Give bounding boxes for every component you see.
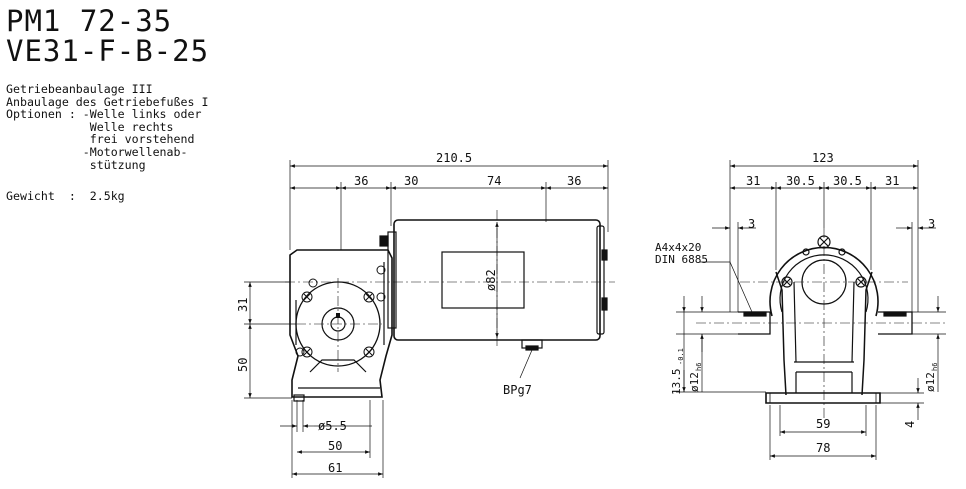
spec-line: stützung bbox=[6, 157, 146, 172]
spec-line: Anbaulage des Getriebefußes I bbox=[6, 94, 209, 109]
dim-shaft-right-tol: h6 bbox=[931, 363, 939, 371]
dim-foot-outer: 61 bbox=[328, 461, 342, 475]
dim-key-height-tol: -0.1 bbox=[677, 348, 685, 365]
dim-seg2: 30 bbox=[404, 174, 418, 188]
spec-line: Getriebeanbaulage III bbox=[6, 82, 153, 96]
dim-seg1: 36 bbox=[354, 174, 368, 188]
side-dimensions bbox=[244, 160, 609, 478]
dim-seg3: 74 bbox=[487, 174, 501, 188]
spec-line: Optionen : -Welle links oder bbox=[6, 107, 202, 122]
dim-fseg2: 30.5 bbox=[786, 174, 815, 188]
spec-line: -Motorwellenab- bbox=[6, 145, 188, 159]
front-dimensions bbox=[676, 160, 946, 460]
variant-title: VE31-F-B-25 bbox=[6, 34, 210, 68]
model-title: PM1 72-35 bbox=[6, 4, 173, 38]
dim-fseg3: 30.5 bbox=[833, 174, 862, 188]
dim-front-foot-outer: 78 bbox=[816, 441, 830, 455]
motor-flange bbox=[387, 231, 397, 329]
front-dimension-labels: 123 31 30.5 30.5 31 3 3 A4x4x20 DIN 6885… bbox=[655, 151, 939, 455]
dim-key-height: 13.5 bbox=[670, 369, 683, 396]
dim-foot-height: 50 bbox=[236, 358, 250, 372]
dim-shaft-left: ø12 bbox=[688, 372, 701, 392]
key-standard: DIN 6885 bbox=[655, 253, 708, 266]
front-view bbox=[696, 228, 946, 420]
dim-shaft-left-tol: h6 bbox=[695, 363, 703, 371]
dim-offset-left: 3 bbox=[748, 217, 755, 231]
weight-line: Gewicht : 2.5kg bbox=[6, 189, 125, 203]
dim-shaft-right: ø12 bbox=[924, 372, 937, 392]
gearbox-housing bbox=[289, 249, 393, 398]
dim-total-length: 210.5 bbox=[436, 151, 472, 165]
spec-line: frei vorstehend bbox=[6, 132, 195, 147]
dim-hole-diameter: ø5.5 bbox=[318, 419, 347, 433]
dim-foot-inner: 50 bbox=[328, 439, 342, 453]
side-dimension-labels: 210.5 36 30 74 36 ø82 31 50 ø5.5 50 61 B… bbox=[236, 151, 581, 475]
dim-offset-right: 3 bbox=[928, 217, 935, 231]
front-foot bbox=[765, 392, 881, 404]
dim-fseg1: 31 bbox=[746, 174, 760, 188]
dim-motor-diameter: ø82 bbox=[484, 269, 498, 291]
motor-label-plate bbox=[441, 251, 525, 309]
key-label: A4x4x20 bbox=[655, 241, 701, 254]
gland-label: BPg7 bbox=[503, 383, 532, 397]
dim-foot-thickness: 4 bbox=[903, 421, 917, 428]
dim-shaft-height: 31 bbox=[236, 298, 250, 312]
flange-bolts bbox=[295, 265, 386, 358]
dim-seg4: 36 bbox=[567, 174, 581, 188]
side-view bbox=[285, 210, 615, 402]
dim-fseg4: 31 bbox=[885, 174, 899, 188]
dim-front-foot-inner: 59 bbox=[816, 417, 830, 431]
dim-total-width: 123 bbox=[812, 151, 834, 165]
spec-line: Welle rechts bbox=[6, 119, 174, 134]
